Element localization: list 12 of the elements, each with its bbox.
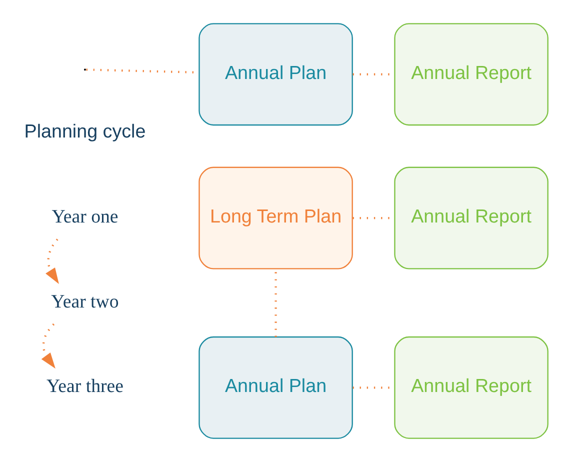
node-box: Annual Plan [198, 22, 353, 126]
node-text: Year three [46, 376, 124, 397]
node-box: Annual Report [394, 22, 548, 126]
node-text: Year one [52, 206, 118, 228]
node-box: Annual Plan [198, 336, 353, 438]
node-text: Year two [51, 290, 119, 312]
label: Planning cycle [24, 120, 146, 142]
node-box: Long Term Plan [198, 166, 353, 269]
arrow [41, 322, 56, 368]
node-box: Annual Report [394, 336, 548, 438]
arrow [46, 238, 59, 284]
node-box: Annual Report [394, 166, 548, 269]
